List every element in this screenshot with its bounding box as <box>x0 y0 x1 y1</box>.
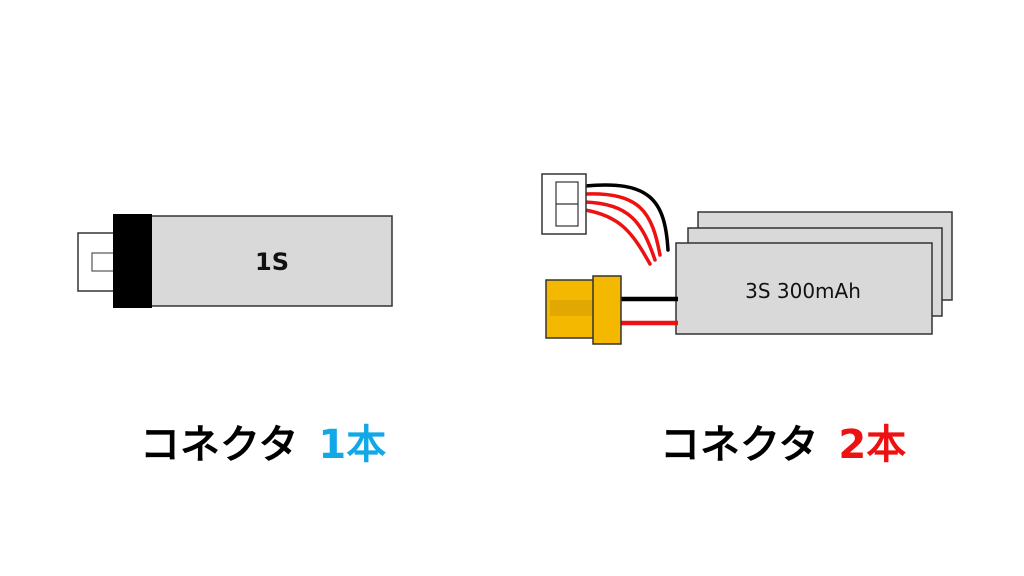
caption-right-text: コネクタ <box>660 422 819 468</box>
caption-left-text: コネクタ <box>140 422 299 468</box>
battery-1s: 1S <box>77 214 393 308</box>
caption-left: コネクタ 1本 <box>140 415 386 475</box>
main-power-wires <box>620 296 678 326</box>
caption-left-count: 1本 <box>318 422 387 468</box>
3s-label: 3S 300mAh <box>745 279 861 303</box>
1s-label: 1S <box>255 248 289 276</box>
balance-wires <box>583 183 670 266</box>
1s-connector-pin <box>91 252 115 272</box>
1s-connector-cap <box>113 214 152 308</box>
battery-3s: 3S 300mAh <box>541 173 953 345</box>
3s-cell-front <box>675 242 933 335</box>
1s-cell-body <box>139 215 393 307</box>
caption-right: コネクタ 2本 <box>660 415 906 475</box>
caption-right-count: 2本 <box>838 422 907 468</box>
balance-connector <box>541 173 587 235</box>
xt-connector <box>545 275 622 345</box>
